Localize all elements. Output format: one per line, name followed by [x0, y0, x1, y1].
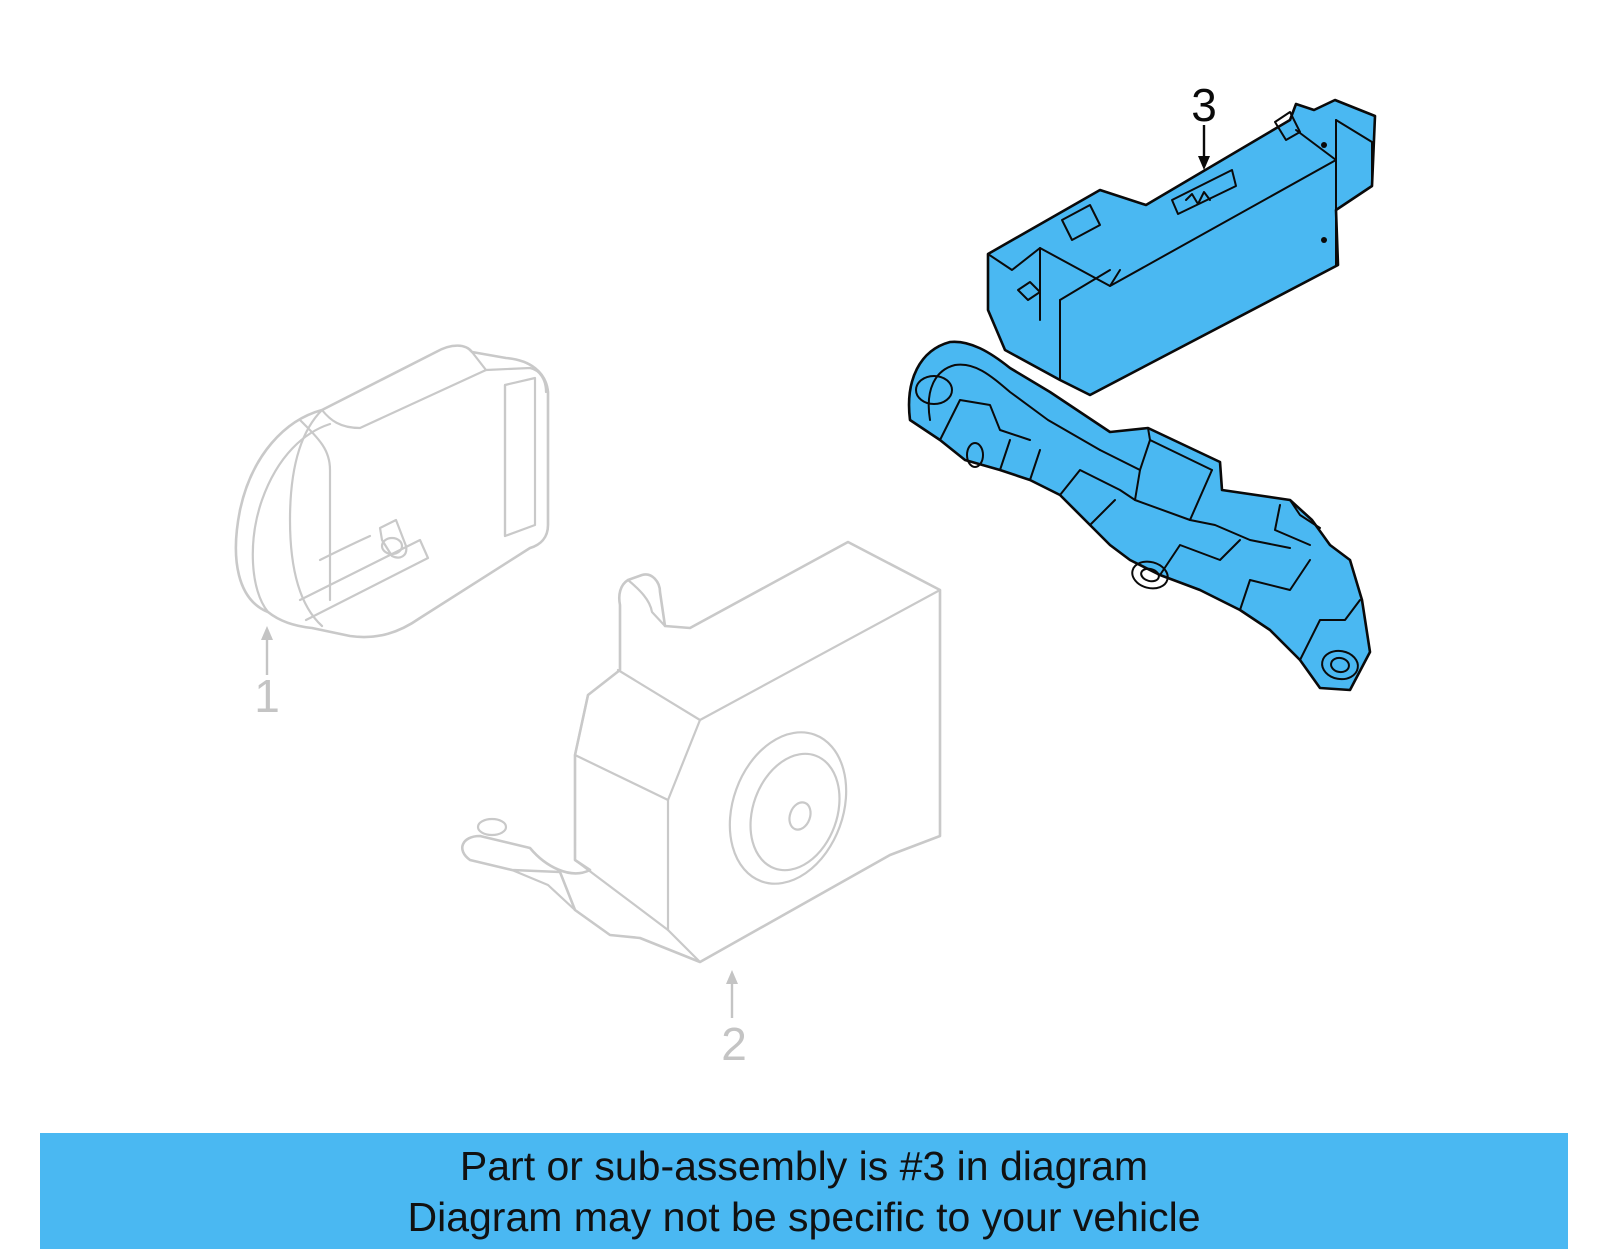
banner-line-1: Part or sub-assembly is #3 in diagram [459, 1143, 1149, 1189]
banner-line-2: Diagram may not be specific to your vehi… [407, 1194, 1201, 1240]
leader-2 [726, 970, 738, 1018]
callout-2: 2 [721, 1018, 747, 1070]
parts-diagram: 1 2 3 [234, 79, 1377, 1070]
part-1-housing [234, 344, 550, 639]
part-2-horn [460, 540, 942, 964]
callout-1: 1 [254, 670, 280, 722]
leader-1 [261, 626, 273, 675]
part-3-module-assembly [907, 98, 1377, 692]
callout-3: 3 [1191, 79, 1217, 131]
leader-3 [1198, 125, 1210, 170]
info-banner: Part or sub-assembly is #3 in diagram Di… [40, 1133, 1568, 1249]
